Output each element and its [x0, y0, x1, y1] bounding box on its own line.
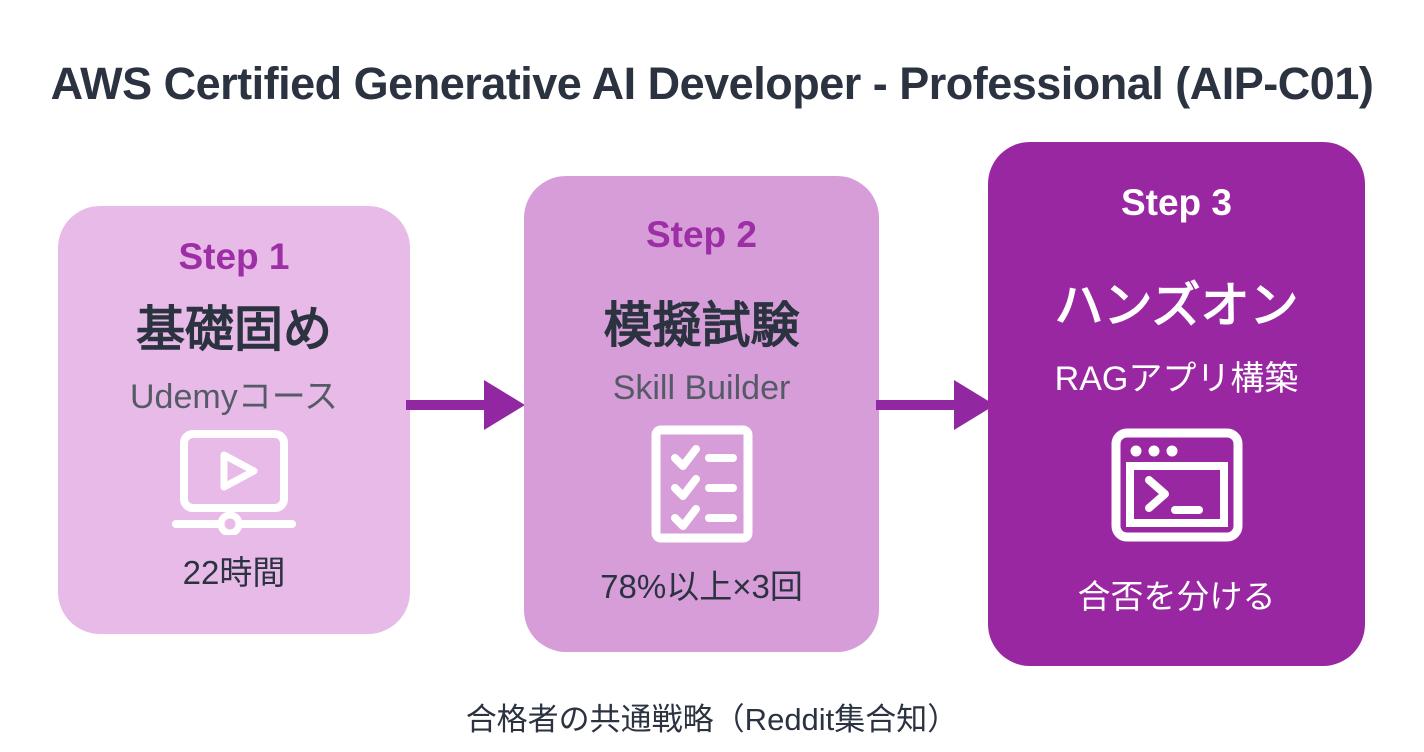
step-2-card: Step 2 模擬試験 Skill Builder 78%以上×3回 [524, 176, 879, 652]
arrow-step2-to-step3-icon [876, 377, 996, 433]
step-2-footnote: 78%以上×3回 [600, 568, 803, 605]
step-3-label: Step 3 [1120, 182, 1233, 223]
step-3-heading: ハンズオン [1054, 279, 1299, 333]
video-player-icon [172, 429, 296, 537]
terminal-icon [1111, 428, 1243, 542]
checklist-icon [650, 425, 754, 543]
step-3-footnote: 合否を分ける [1077, 578, 1276, 615]
arrow-step1-to-step2-icon [406, 377, 526, 433]
step-1-label: Step 1 [178, 236, 290, 277]
step-1-heading: 基礎固め [135, 303, 332, 357]
step-2-subheading: Skill Builder [612, 369, 791, 407]
step-1-footnote: 22時間 [182, 554, 286, 591]
bottom-caption: 合格者の共通戦略（Reddit集合知） [465, 702, 959, 737]
step-3-card: Step 3 ハンズオン RAGアプリ構築 合否を分ける [988, 142, 1365, 666]
step-2-heading: 模擬試験 [603, 299, 800, 353]
page-title: AWS Certified Generative AI Developer - … [50, 58, 1374, 109]
step-2-label: Step 2 [645, 214, 758, 255]
step-1-card: Step 1 基礎固め Udemyコース 22時間 [58, 206, 410, 634]
step-1-subheading: Udemyコース [130, 378, 338, 416]
step-3-subheading: RAGアプリ構築 [1054, 360, 1299, 398]
